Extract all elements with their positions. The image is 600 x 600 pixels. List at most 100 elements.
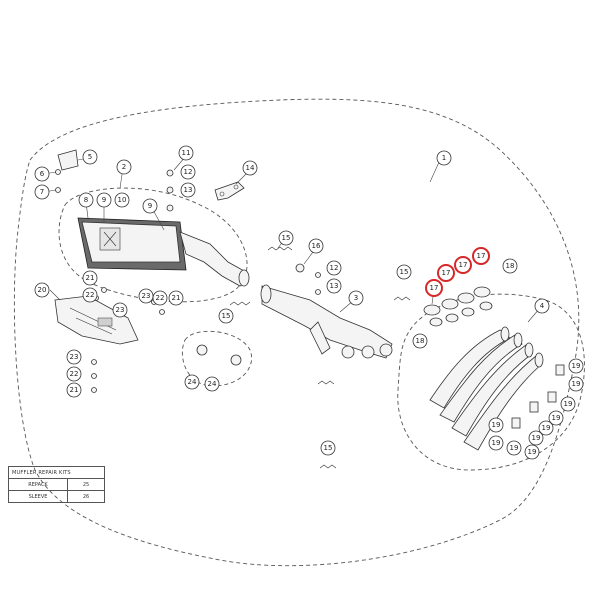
muffler-icon <box>77 217 250 287</box>
repair-kits-title: MUFFLER REPAIR KITS <box>8 466 105 479</box>
callout-21c: 21 <box>66 382 82 398</box>
callout-13a: 13 <box>180 182 196 198</box>
svg-text:16: 16 <box>312 242 321 250</box>
clamp-icon <box>423 286 493 327</box>
callout-5: 5 <box>82 149 98 165</box>
callout-16: 16 <box>308 238 324 254</box>
table-row: REPACK 25 <box>8 478 105 491</box>
callout-9a: 9 <box>96 192 112 208</box>
callout-20: 20 <box>34 282 50 298</box>
svg-text:15: 15 <box>222 312 231 320</box>
callout-21b: 21 <box>168 290 184 306</box>
callout-12b: 12 <box>326 260 342 276</box>
callout-19e: 19 <box>538 420 554 436</box>
callout-22c: 22 <box>66 366 82 382</box>
svg-text:9: 9 <box>102 196 106 204</box>
kit-name-sleeve: SLEEVE <box>8 490 68 503</box>
svg-text:15: 15 <box>324 444 333 452</box>
bolt-icon <box>55 169 565 429</box>
callout-17b: 17 <box>437 264 455 282</box>
bracket-icon <box>57 149 79 171</box>
callout-19c: 19 <box>560 396 576 412</box>
callout-19j: 19 <box>524 444 540 460</box>
kit-value-sleeve: 26 <box>67 490 105 503</box>
link-pipe-icon <box>260 284 393 359</box>
svg-text:15: 15 <box>400 268 409 276</box>
svg-text:12: 12 <box>330 264 339 272</box>
svg-text:19: 19 <box>572 380 581 388</box>
callouts: 1 2 3 4 5 6 7 8 9 9 10 11 12 12 13 13 14… <box>34 145 584 460</box>
svg-text:19: 19 <box>528 448 537 456</box>
kit-value-repack: 25 <box>67 478 105 491</box>
svg-text:15: 15 <box>282 234 291 242</box>
callout-23b: 23 <box>138 288 154 304</box>
callout-19b: 19 <box>568 376 584 392</box>
callout-8: 8 <box>78 192 94 208</box>
svg-text:8: 8 <box>84 196 88 204</box>
callout-17c: 17 <box>454 256 472 274</box>
svg-text:2: 2 <box>122 163 126 171</box>
svg-text:24: 24 <box>188 378 197 386</box>
svg-text:24: 24 <box>208 380 217 388</box>
callout-17d: 17 <box>472 247 490 265</box>
callout-19g: 19 <box>488 417 504 433</box>
svg-text:19: 19 <box>532 434 541 442</box>
svg-text:22: 22 <box>86 291 95 299</box>
svg-text:17: 17 <box>430 284 439 292</box>
callout-12a: 12 <box>180 164 196 180</box>
callout-3: 3 <box>348 290 364 306</box>
svg-text:4: 4 <box>540 302 545 310</box>
callout-15c: 15 <box>396 264 412 280</box>
callout-23c: 23 <box>66 349 82 365</box>
svg-text:19: 19 <box>542 424 551 432</box>
callout-6: 6 <box>34 166 50 182</box>
svg-text:3: 3 <box>354 294 358 302</box>
repair-kits-table: MUFFLER REPAIR KITS REPACK 25 SLEEVE 26 <box>8 466 105 503</box>
svg-text:6: 6 <box>40 170 45 178</box>
svg-text:19: 19 <box>492 439 501 447</box>
svg-text:19: 19 <box>572 362 581 370</box>
svg-text:18: 18 <box>416 337 425 345</box>
callout-18b: 18 <box>412 333 428 349</box>
header-pipes-icon <box>429 326 544 451</box>
callout-19i: 19 <box>506 440 522 456</box>
svg-text:20: 20 <box>38 286 47 294</box>
svg-text:7: 7 <box>40 188 44 196</box>
callout-10: 10 <box>114 192 130 208</box>
callout-19d: 19 <box>548 410 564 426</box>
svg-text:18: 18 <box>506 262 515 270</box>
svg-text:19: 19 <box>492 421 501 429</box>
svg-text:21: 21 <box>172 294 181 302</box>
svg-text:9: 9 <box>148 202 152 210</box>
svg-text:17: 17 <box>477 252 486 260</box>
callout-13b: 13 <box>326 278 342 294</box>
callout-22a: 22 <box>82 287 98 303</box>
callout-22b: 22 <box>152 290 168 306</box>
spring-icon <box>229 246 411 469</box>
svg-text:23: 23 <box>70 353 79 361</box>
svg-text:1: 1 <box>442 154 446 162</box>
header-group-boundary <box>397 293 585 471</box>
callout-9b: 9 <box>142 198 158 214</box>
svg-text:10: 10 <box>118 196 127 204</box>
callout-18a: 18 <box>502 258 518 274</box>
callout-7: 7 <box>34 184 50 200</box>
callout-15b: 15 <box>218 308 234 324</box>
callout-19h: 19 <box>488 435 504 451</box>
svg-text:19: 19 <box>552 414 561 422</box>
svg-text:17: 17 <box>442 269 451 277</box>
svg-text:13: 13 <box>184 186 193 194</box>
callout-19a: 19 <box>568 358 584 374</box>
kit-name-repack: REPACK <box>8 478 68 491</box>
hanger-bracket-icon <box>214 181 245 201</box>
heat-shield-icon <box>54 295 139 345</box>
svg-text:22: 22 <box>70 370 79 378</box>
callout-21a: 21 <box>82 270 98 286</box>
svg-text:23: 23 <box>116 306 125 314</box>
svg-text:23: 23 <box>142 292 151 300</box>
callout-24a: 24 <box>184 374 200 390</box>
callout-24b: 24 <box>204 376 220 392</box>
svg-text:13: 13 <box>330 282 339 290</box>
callout-1: 1 <box>436 150 452 166</box>
